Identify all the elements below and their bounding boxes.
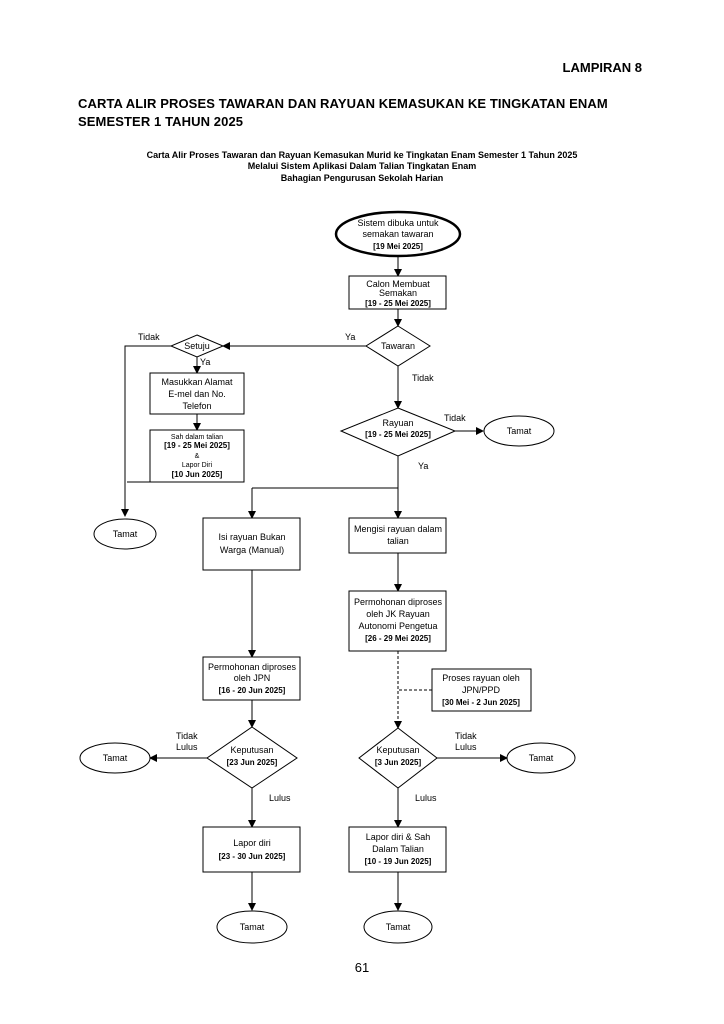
edge-setuju-tidak (124, 345, 171, 481)
lapor-left-node: Lapor diri [23 - 30 Jun 2025] (202, 826, 301, 873)
isi-rayuan-node: Isi rayuan Bukan Warga (Manual) (202, 517, 301, 571)
jpn-ppd-node: Proses rayuan oleh JPN/PPD [30 Mei - 2 J… (431, 668, 532, 712)
sah-line-1: Sah dalam talian (171, 434, 223, 441)
tamat-br-label: Tamat (386, 922, 411, 932)
label-rayuan-ya: Ya (418, 461, 428, 471)
appendix-label: LAMPIRAN 8 (562, 60, 642, 75)
label-setuju-ya: Ya (200, 357, 210, 367)
jpn-line-2: oleh JPN (234, 673, 271, 683)
tamat-keputusan-right-node: Tamat (506, 742, 576, 774)
mengisi-line-2: talian (387, 536, 409, 546)
document-title-line-1: CARTA ALIR PROSES TAWARAN DAN RAYUAN KEM… (78, 96, 608, 111)
lapor-left-date: [23 - 30 Jun 2025] (219, 852, 286, 861)
label-kr-lulus-side: Lulus (455, 742, 477, 752)
sah-line-5: [10 Jun 2025] (172, 470, 223, 479)
mengisi-node: Mengisi rayuan dalam talian (348, 517, 447, 554)
tamat-rayuan-node: Tamat (483, 415, 555, 447)
label-kr-tidak: Tidak (455, 731, 477, 741)
jk-line-1: Permohonan diproses (354, 597, 443, 607)
masukkan-line-3: Telefon (182, 401, 211, 411)
kr-line-1: Keputusan (376, 745, 419, 755)
chart-subtitle-line-2: Melalui Sistem Aplikasi Dalam Talian Tin… (247, 161, 477, 171)
tamat-left-node: Tamat (93, 518, 157, 550)
label-rayuan-tidak: Tidak (444, 413, 466, 423)
tamat-left-label: Tamat (113, 529, 138, 539)
tamat-bl-label: Tamat (240, 922, 265, 932)
keputusan-left-decision: Keputusan [23 Jun 2025] (206, 726, 298, 789)
chart-subtitle-line-3: Bahagian Pengurusan Sekolah Harian (280, 173, 444, 183)
tamat-bottom-right-node: Tamat (363, 910, 433, 944)
lapor-right-node: Lapor diri & Sah Dalam Talian [10 - 19 J… (348, 826, 447, 873)
tamat-kr-label: Tamat (529, 753, 554, 763)
jpn-date: [16 - 20 Jun 2025] (219, 686, 286, 695)
tamat-keputusan-left-node: Tamat (79, 742, 151, 774)
lapor-left-line-1: Lapor diri (233, 838, 271, 848)
start-node: Sistem dibuka untuk semakan tawaran [19 … (334, 210, 462, 258)
tamat-bottom-left-node: Tamat (216, 910, 288, 944)
mengisi-line-1: Mengisi rayuan dalam (354, 524, 442, 534)
jpn-line-1: Permohonan diproses (208, 662, 297, 672)
calon-line-1: Calon Membuat (366, 279, 430, 289)
jpnppd-line-1: Proses rayuan oleh (442, 673, 520, 683)
calon-line-2: Semakan (379, 288, 417, 298)
lapor-right-date: [10 - 19 Jun 2025] (365, 857, 432, 866)
edge-labels: Ya Tidak Tidak Ya Tidak Ya Tidak Lulus L… (138, 332, 477, 803)
start-line-2: semakan tawaran (362, 229, 433, 239)
label-kr-lulus: Lulus (415, 793, 437, 803)
kl-date: [23 Jun 2025] (227, 758, 278, 767)
tawaran-label: Tawaran (381, 341, 415, 351)
sah-line-2: [19 - 25 Mei 2025] (164, 441, 230, 450)
masukkan-line-2: E-mel dan No. (168, 389, 226, 399)
document-title-line-2: SEMESTER 1 TAHUN 2025 (78, 114, 244, 129)
label-setuju-tidak: Tidak (138, 332, 160, 342)
calon-date: [19 - 25 Mei 2025] (365, 299, 431, 308)
sah-line-3: & (195, 453, 200, 460)
lapor-right-line-2: Dalam Talian (372, 844, 424, 854)
masukkan-line-1: Masukkan Alamat (161, 377, 233, 387)
jpnppd-line-2: JPN/PPD (462, 685, 501, 695)
start-line-1: Sistem dibuka untuk (357, 218, 439, 228)
page-number: 61 (354, 960, 370, 975)
label-kl-lulus-side: Lulus (176, 742, 198, 752)
isi-rayuan-line-2: Warga (Manual) (220, 545, 284, 555)
rayuan-decision: Rayuan [19 - 25 Mei 2025] (339, 407, 457, 457)
rayuan-date: [19 - 25 Mei 2025] (365, 430, 431, 439)
label-kl-tidak: Tidak (176, 731, 198, 741)
tamat-rayuan-label: Tamat (507, 426, 532, 436)
label-tawaran-ya: Ya (345, 332, 355, 342)
jpn-node: Permohonan diproses oleh JPN [16 - 20 Ju… (202, 656, 301, 701)
calon-semakan-node: Calon Membuat Semakan [19 - 25 Mei 2025] (348, 275, 447, 310)
chart-subtitle-line-1: Carta Alir Proses Tawaran dan Rayuan Kem… (146, 150, 578, 160)
jk-line-3: Autonomi Pengetua (358, 621, 437, 631)
jk-date: [26 - 29 Mei 2025] (365, 634, 431, 643)
jk-rayuan-node: Permohonan diproses oleh JK Rayuan Auton… (348, 590, 447, 652)
label-kl-lulus: Lulus (269, 793, 291, 803)
tamat-kl-label: Tamat (103, 753, 128, 763)
jk-line-2: oleh JK Rayuan (366, 609, 430, 619)
sah-lapor-node: Sah dalam talian [19 - 25 Mei 2025] & La… (149, 429, 245, 483)
isi-rayuan-line-1: Isi rayuan Bukan (218, 532, 285, 542)
lapor-right-line-1: Lapor diri & Sah (366, 832, 431, 842)
kr-date: [3 Jun 2025] (375, 758, 422, 767)
tawaran-decision: Tawaran (365, 325, 431, 367)
masukkan-node: Masukkan Alamat E-mel dan No. Telefon (149, 372, 245, 415)
label-tawaran-tidak: Tidak (412, 373, 434, 383)
keputusan-right-decision: Keputusan [3 Jun 2025] (358, 727, 438, 789)
rayuan-line-1: Rayuan (382, 418, 413, 428)
start-date: [19 Mei 2025] (373, 242, 423, 251)
setuju-label: Setuju (184, 341, 210, 351)
kl-line-1: Keputusan (230, 745, 273, 755)
connectors (121, 256, 508, 911)
setuju-decision: Setuju (169, 334, 225, 358)
sah-line-4: Lapor Diri (182, 462, 213, 469)
jpnppd-date: [30 Mei - 2 Jun 2025] (442, 698, 520, 707)
